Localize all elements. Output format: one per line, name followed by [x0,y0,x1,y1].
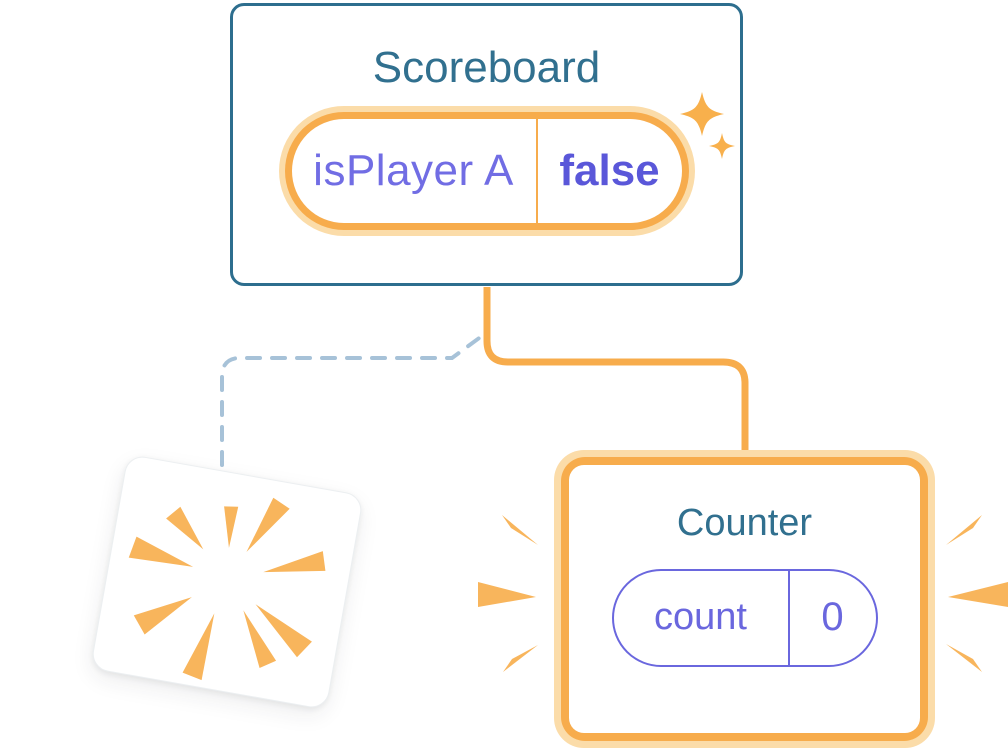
emphasis-left-icon [478,515,538,672]
pill-divider [787,570,790,665]
scoreboard-state-label: isPlayer A [313,146,514,196]
counter-card-border: Counter count 0 [561,457,928,741]
emphasis-right-icon [946,515,1008,672]
scoreboard-title: Scoreboard [372,43,601,92]
counter-state-value: 0 [821,595,844,640]
counter-state-label: count [654,596,747,639]
burst-icon [128,497,326,681]
dashed-connector-line [220,331,488,467]
counter-title: Counter [676,502,813,544]
solid-connector-line [483,287,749,470]
scoreboard-state-label-cell: isPlayer A [292,119,536,223]
counter-state-value-cell: 0 [790,571,876,665]
scoreboard-state-pill-border: isPlayer A false [284,112,689,231]
scoreboard-state-pill-inner: isPlayer A false [291,119,682,224]
sparkles-icon [680,92,735,159]
scoreboard-card: Scoreboard isPlayer A false [230,3,743,286]
scoreboard-state-value: false [559,146,660,196]
scoreboard-state-pill: isPlayer A false [278,106,695,237]
counter-state-label-cell: count [614,571,788,665]
counter-state-pill: count 0 [611,568,878,667]
pill-divider [535,119,538,224]
counter-card-halo: Counter count 0 [554,450,935,748]
scoreboard-state-value-cell: false [538,119,682,223]
destroyed-card [89,453,365,711]
counter-card: Counter count 0 [569,465,920,733]
